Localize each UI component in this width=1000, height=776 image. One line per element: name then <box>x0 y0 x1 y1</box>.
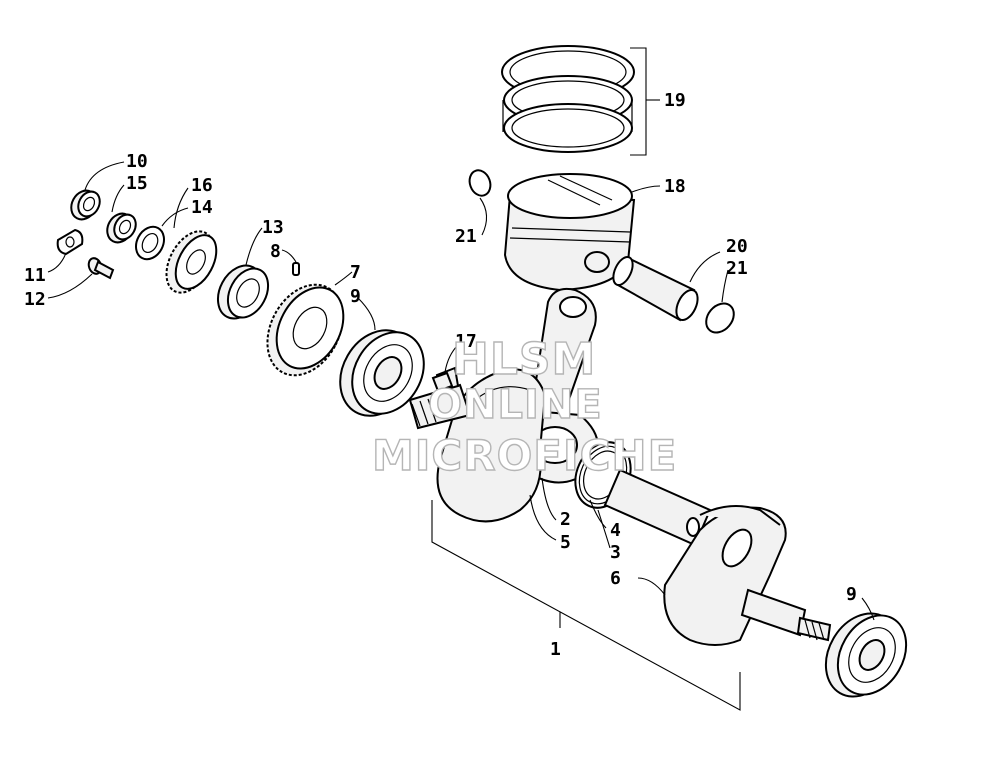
circlip-left <box>468 169 492 197</box>
watermark-line-1: HLSM <box>452 334 596 385</box>
piston-rings <box>501 45 635 153</box>
callout-11: 11 <box>24 265 46 286</box>
woodruff-key <box>431 371 454 393</box>
callout-6: 6 <box>610 568 621 589</box>
bolt <box>87 257 115 280</box>
oil-seal <box>70 189 101 221</box>
watermark: HLSM ONLINE MICROFICHE <box>371 333 677 480</box>
callout-20: 20 <box>726 236 748 257</box>
callout-10: 10 <box>126 151 148 172</box>
callout-5: 5 <box>560 532 571 553</box>
callout-12: 12 <box>24 289 46 310</box>
callout-13: 13 <box>262 217 284 238</box>
main-bearing-left <box>339 329 425 417</box>
crankshaft-left-half <box>408 366 547 523</box>
callout-14: 14 <box>191 197 213 218</box>
washer <box>135 225 165 261</box>
piston <box>503 173 636 292</box>
callout-9-right: 9 <box>846 584 857 605</box>
callout-21-right: 21 <box>726 258 748 279</box>
callout-18: 18 <box>664 176 686 197</box>
callout-2: 2 <box>560 509 571 530</box>
piston-pin <box>612 255 699 322</box>
main-bearing-right <box>824 612 908 698</box>
callout-21-left: 21 <box>455 226 477 247</box>
crank-gear <box>266 283 345 377</box>
callout-15: 15 <box>126 173 148 194</box>
callout-19: 19 <box>664 90 686 111</box>
callout-17: 17 <box>455 331 477 352</box>
callout-3: 3 <box>610 542 621 563</box>
callout-7: 7 <box>350 262 361 283</box>
dowel-pin <box>292 262 300 276</box>
watermark-line-2: ONLINE <box>428 382 603 428</box>
collar <box>106 212 137 244</box>
lock-plate <box>56 228 84 256</box>
leader-lines <box>47 47 875 711</box>
callout-labels: 19 18 21 20 21 10 15 16 14 13 8 7 9 11 1… <box>24 90 857 660</box>
callout-16: 16 <box>191 175 213 196</box>
watermark-line-3: MICROFICHE <box>372 431 677 480</box>
circlip-right <box>705 302 735 334</box>
callout-8: 8 <box>270 241 281 262</box>
bearing-13 <box>216 264 270 320</box>
small-gear <box>165 230 218 294</box>
crankshaft-right-half <box>663 505 832 646</box>
callout-4: 4 <box>610 520 621 541</box>
callout-9-left: 9 <box>350 286 361 307</box>
callout-1: 1 <box>550 639 561 660</box>
